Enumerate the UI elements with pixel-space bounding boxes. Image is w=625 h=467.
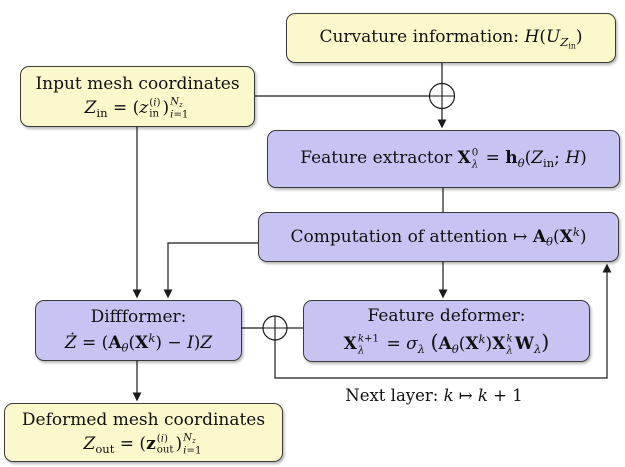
diffformer-title: Diffformer: <box>90 307 187 328</box>
feature-deformer-title: Feature deformer: <box>367 306 526 327</box>
deformed-mesh-box: Deformed mesh coordinates Zout = (z(i)ou… <box>4 403 283 462</box>
diffformer-formula: Ż = (Aθ(Xk) − I)Z <box>64 330 213 355</box>
edge-attention-to-diffformer <box>163 242 258 299</box>
deformed-mesh-title: Deformed mesh coordinates <box>21 409 266 430</box>
attention-box: Computation of attention ↦ Aθ(Xk) <box>258 212 619 262</box>
diffformer-box: Diffformer: Ż = (Aθ(Xk) − I)Z <box>35 300 242 361</box>
edge-loop-to-attention <box>274 263 612 379</box>
oplus-junction-top-icon <box>428 82 456 110</box>
attention-formula: Computation of attention ↦ Aθ(Xk) <box>290 224 587 249</box>
curvature-info-formula: Curvature information: H(UZin) <box>319 26 583 51</box>
next-layer-label: Next layer: k ↦ k + 1 <box>345 386 523 405</box>
input-mesh-title: Input mesh coordinates <box>35 73 240 94</box>
oplus-junction-mid-icon <box>262 315 288 341</box>
curvature-info-box: Curvature information: H(UZin) <box>286 13 616 63</box>
